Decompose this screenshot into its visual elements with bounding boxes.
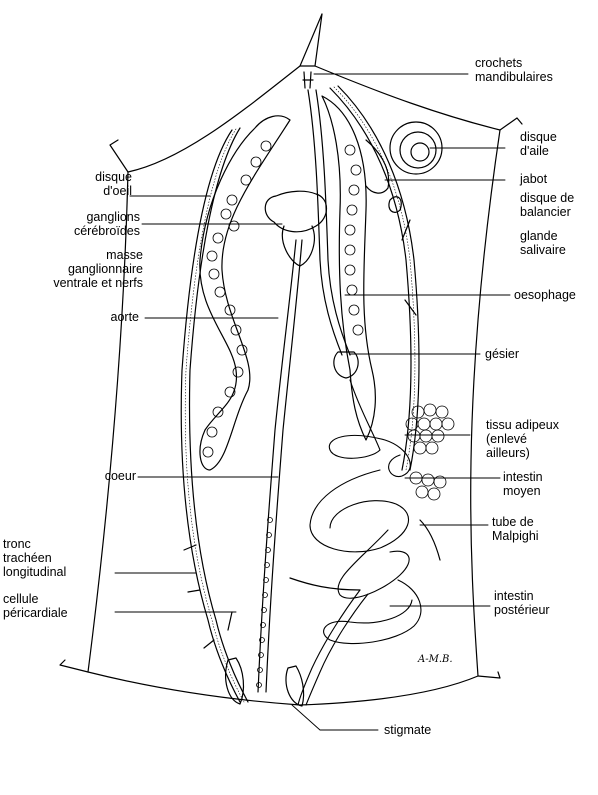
trachea-right-branch bbox=[401, 219, 417, 316]
label-coeur: coeur bbox=[104, 469, 136, 483]
fat-cells-right bbox=[344, 144, 364, 336]
label-disque-aile: disque d'aile bbox=[520, 130, 557, 158]
label-intestin-posterieur: intestin postérieur bbox=[494, 589, 550, 617]
label-ganglions-cerebroides: ganglions cérébroïdes bbox=[73, 210, 140, 238]
spine-top-right bbox=[499, 117, 523, 131]
spine-bottom-right bbox=[477, 671, 501, 679]
adipose-tissue bbox=[405, 403, 455, 501]
label-glande-salivaire: glande salivaire bbox=[520, 229, 566, 257]
label-oesophage: oesophage bbox=[514, 288, 576, 302]
crop bbox=[365, 139, 390, 194]
hindgut bbox=[297, 579, 422, 706]
trachea-left-a bbox=[180, 129, 241, 703]
spiracle-left bbox=[225, 657, 245, 705]
spine-top-left bbox=[109, 139, 129, 173]
label-disque-balancier: disque de balancier bbox=[520, 191, 575, 219]
cerebral-ganglia bbox=[264, 190, 328, 233]
spiracle-right bbox=[285, 665, 305, 707]
label-stigmate: stigmate bbox=[384, 723, 432, 737]
label-gesier: gésier bbox=[485, 347, 520, 361]
label-tube-malpighi: tube de Malpighi bbox=[492, 515, 539, 543]
label-tronc-tracheen: tronc trachéen longitudinal bbox=[3, 537, 67, 579]
label-tissu-adipeux: tissu adipeux (enlevé ailleurs) bbox=[486, 418, 559, 460]
salivary-gland-right bbox=[321, 95, 376, 441]
pericardial-cells bbox=[256, 517, 273, 688]
trachea-branch-left bbox=[183, 544, 233, 649]
midgut bbox=[309, 379, 411, 599]
trachea-left-b bbox=[188, 127, 249, 703]
label-jabot: jabot bbox=[520, 172, 548, 186]
spine-bottom-left bbox=[59, 659, 89, 673]
salivary-gland-left bbox=[199, 115, 291, 471]
label-aorte: aorte bbox=[110, 310, 140, 324]
label-disque-oeil: disque d'oeil bbox=[95, 170, 132, 198]
head-spike-left bbox=[299, 13, 323, 67]
label-intestin-moyen: intestin moyen bbox=[503, 470, 543, 498]
artist-signature: A-M.B. bbox=[418, 654, 453, 665]
label-crochets-mandibulaires: crochets mandibulaires bbox=[475, 56, 553, 84]
malpighian-branch bbox=[289, 519, 441, 591]
trachea-right-a bbox=[329, 87, 412, 471]
trachea-right-b bbox=[337, 85, 420, 471]
fat-cells-left bbox=[202, 140, 272, 458]
label-cellule-pericardiale: cellule péricardiale bbox=[3, 592, 68, 620]
oesophagus bbox=[307, 89, 343, 356]
oesophagus-2 bbox=[315, 89, 351, 356]
trachea-right-rings bbox=[333, 86, 416, 471]
gizzard bbox=[333, 351, 359, 379]
aorta bbox=[257, 239, 297, 693]
leader-lines bbox=[114, 73, 511, 731]
head-spike-right bbox=[314, 13, 323, 67]
trachea-left-rings bbox=[184, 128, 245, 703]
label-masse-ganglionnaire: masse ganglionnaire ventrale et nerfs bbox=[53, 248, 143, 290]
haltere-disc bbox=[388, 196, 402, 213]
hooks bbox=[302, 71, 314, 89]
aorta-2 bbox=[265, 239, 303, 693]
